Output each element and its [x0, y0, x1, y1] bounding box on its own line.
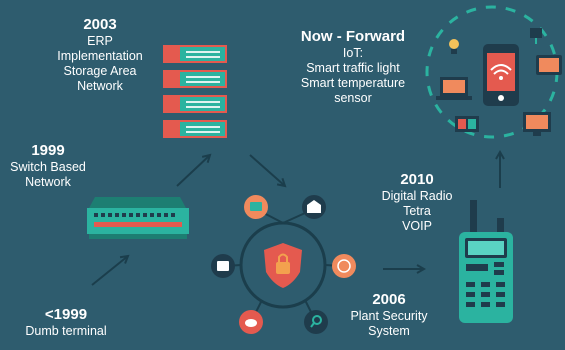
label-now: Now - Forward IoT: Smart traffic light S… [278, 28, 428, 106]
label-2003-line2: Implementation [57, 49, 143, 63]
label-now-line2: Smart traffic light [306, 61, 400, 75]
year-2003: 2003 [83, 16, 117, 33]
year-2010: 2010 [400, 171, 434, 188]
radio-handset-icon [459, 200, 513, 323]
server-rack-icon [163, 45, 227, 138]
security-hub-icon [211, 195, 356, 334]
label-2010-line2: Tetra [403, 204, 431, 218]
year-2006: 2006 [372, 291, 406, 308]
label-2003-line1: ERP [87, 34, 113, 48]
label-1999-line2: Network [25, 175, 71, 189]
label-now-line4: sensor [334, 91, 372, 105]
arrow-icon [91, 152, 500, 286]
label-2003-line3: Storage Area [63, 64, 137, 78]
label-2010-line1: Digital Radio [381, 189, 453, 203]
label-2006-line2: System [368, 324, 410, 338]
label-2010-line3: VOIP [402, 219, 432, 233]
label-1999: 1999 Switch Based Network [0, 142, 96, 190]
year-before-1999: <1999 [44, 306, 88, 323]
label-2003: 2003 ERP Implementation Storage Area Net… [25, 16, 175, 94]
label-before-1999: <1999 Dumb terminal [8, 306, 124, 339]
label-2003-line4: Network [77, 79, 123, 93]
label-1999-line1: Switch Based [10, 160, 86, 174]
label-2006: 2006 Plant Security System [334, 291, 444, 339]
label-2010: 2010 Digital Radio Tetra VOIP [367, 171, 467, 234]
year-now: Now - Forward [300, 28, 406, 45]
year-1999: 1999 [31, 142, 65, 159]
label-before-1999-line1: Dumb terminal [25, 324, 107, 338]
iot-phone-icon [425, 5, 562, 139]
label-now-line3: Smart temperature [300, 76, 406, 90]
label-now-line1: IoT: [342, 46, 364, 60]
network-switch-icon [87, 197, 189, 239]
shield-lock-icon [264, 243, 302, 288]
label-2006-line1: Plant Security [350, 309, 428, 323]
